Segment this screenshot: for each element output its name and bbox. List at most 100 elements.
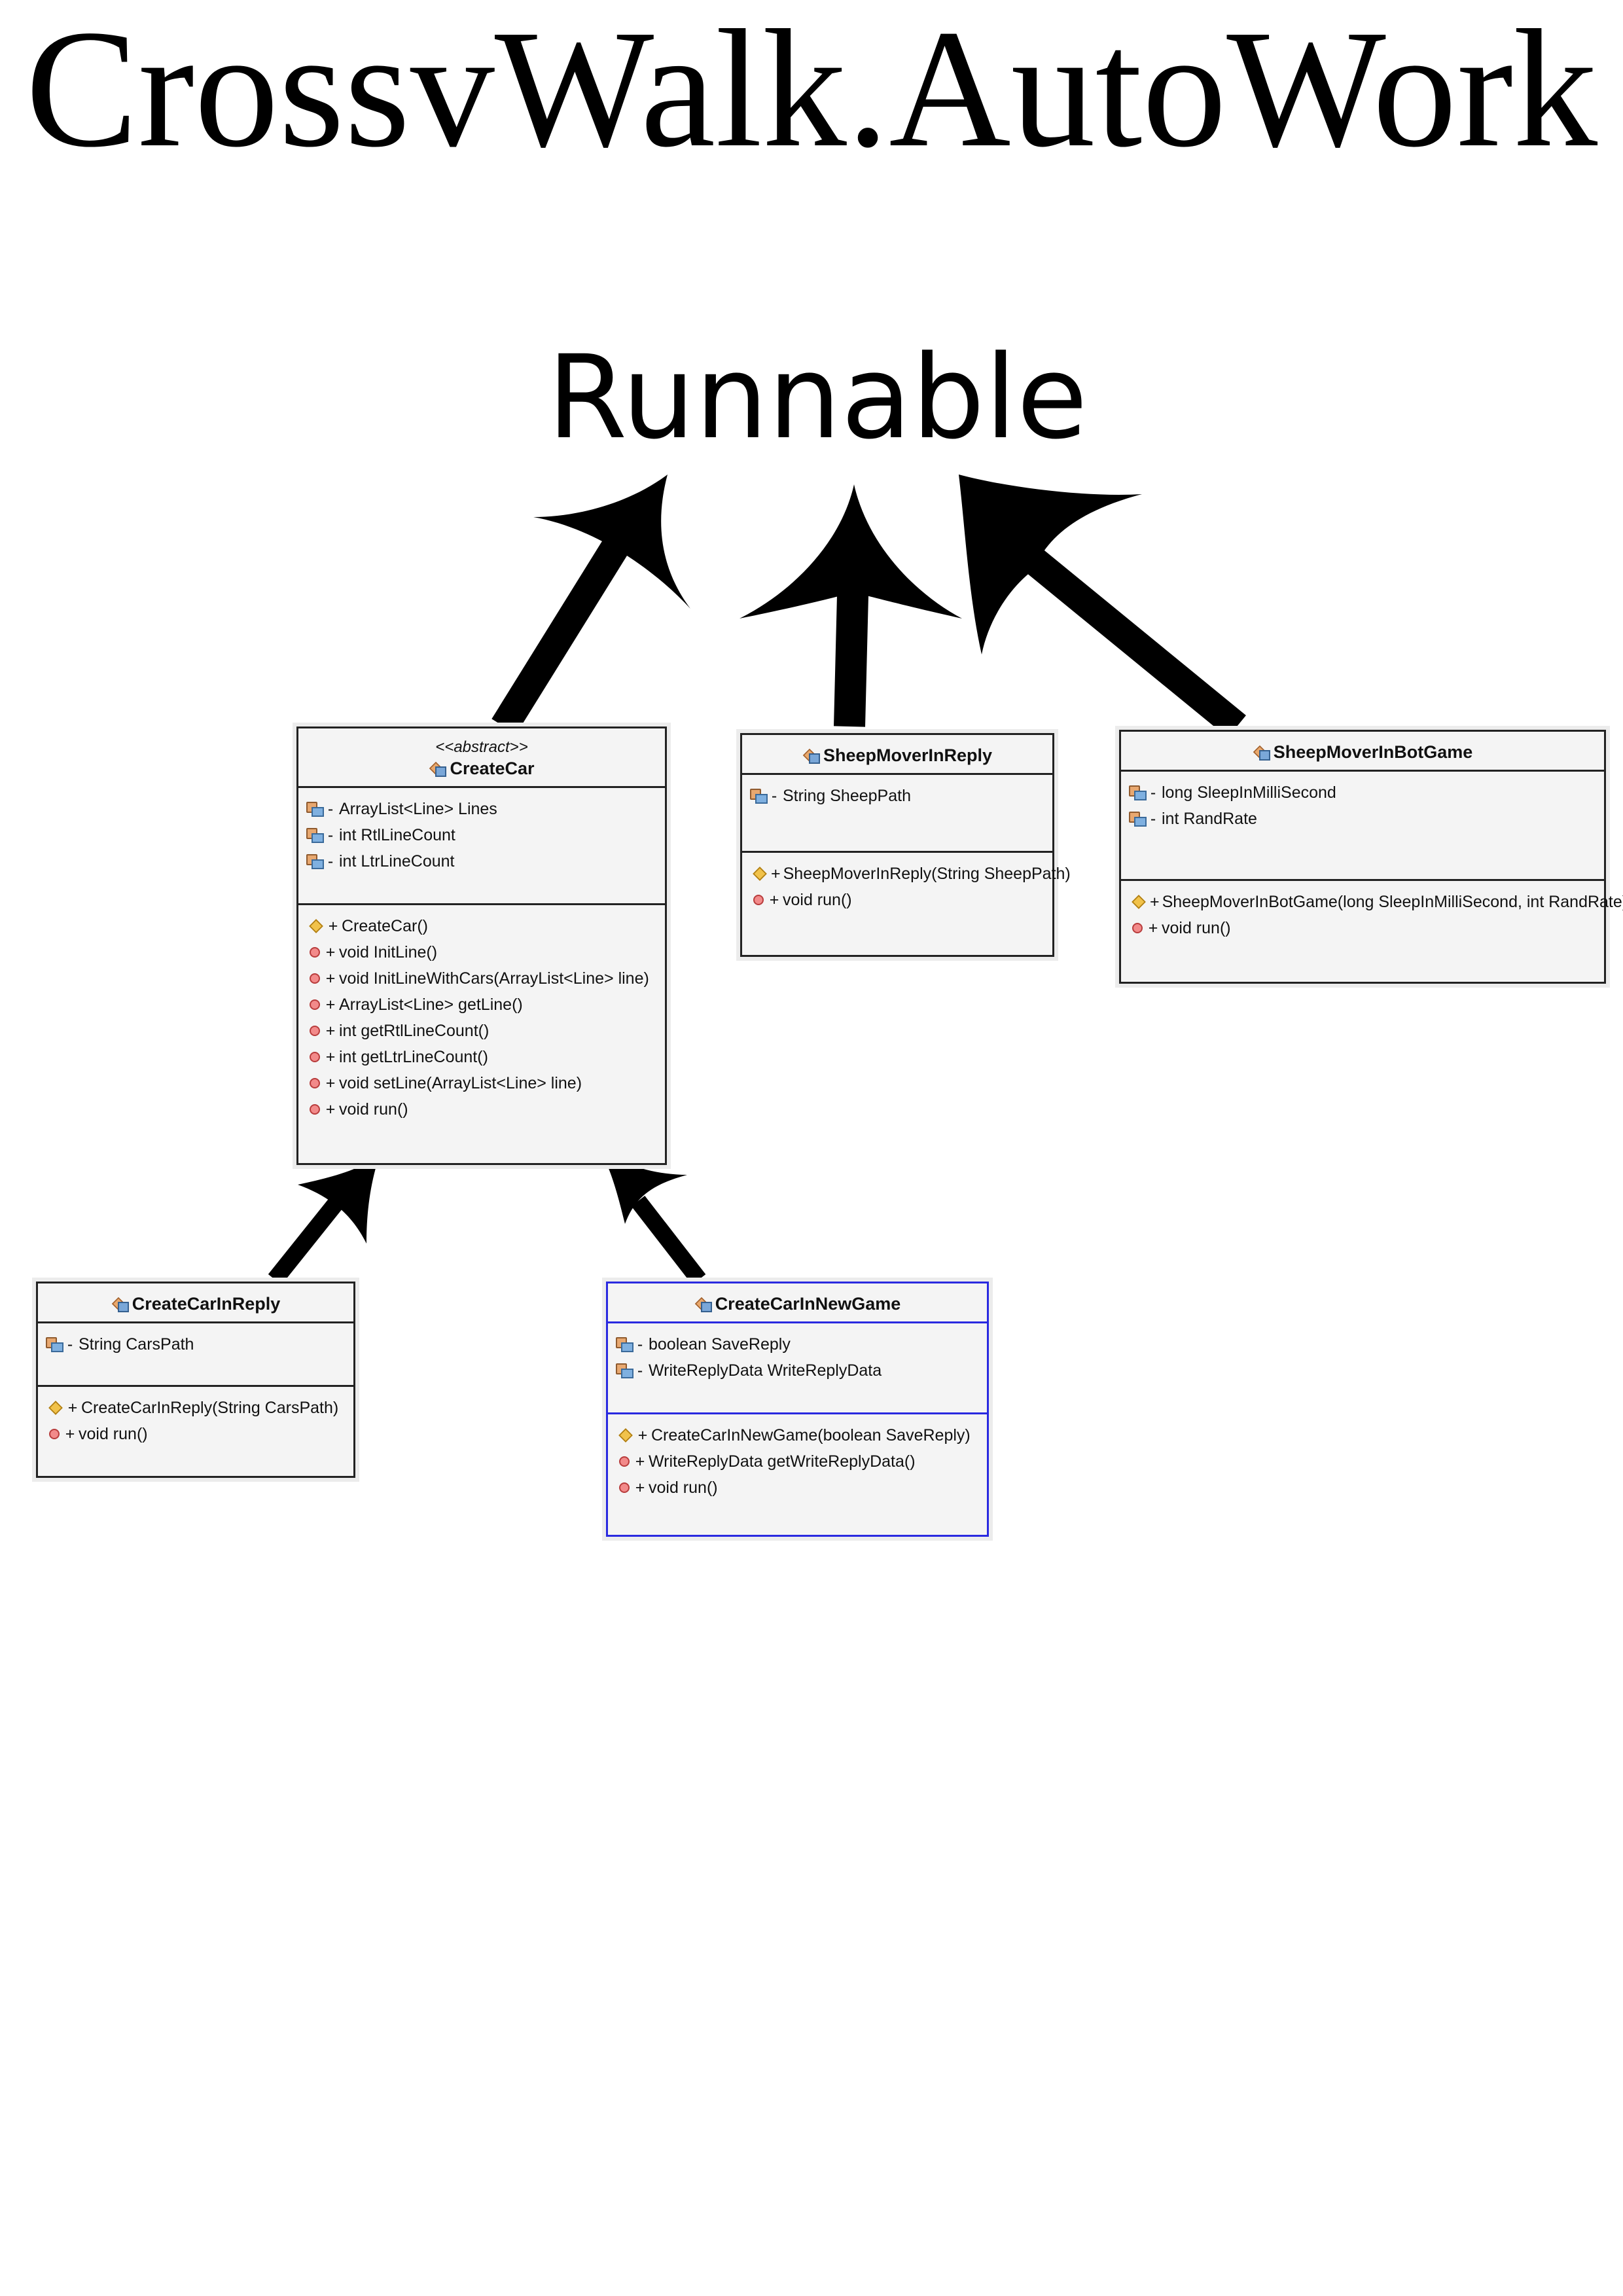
class-header: <<abstract>> CreateCar xyxy=(298,728,665,788)
class-icon xyxy=(694,1297,712,1312)
constructor-icon xyxy=(48,1401,63,1415)
field-icon xyxy=(306,802,324,817)
visibility-marker: - xyxy=(771,787,777,805)
visibility-marker: + xyxy=(1148,919,1158,937)
field-item[interactable]: -String SheepPath xyxy=(750,783,1044,809)
visibility-marker: + xyxy=(1150,893,1160,911)
visibility-marker: + xyxy=(635,1479,645,1497)
method-text: void run() xyxy=(339,1100,408,1119)
class-name-text: CreateCar xyxy=(450,759,535,778)
visibility-marker: + xyxy=(771,865,781,883)
method-item[interactable]: +void InitLineWithCars(ArrayList<Line> l… xyxy=(306,965,657,992)
method-item[interactable]: +void run() xyxy=(46,1421,346,1447)
method-text: int getLtrLineCount() xyxy=(339,1048,488,1066)
constructor-item[interactable]: +CreateCarInNewGame(boolean SaveReply) xyxy=(616,1422,979,1448)
field-icon xyxy=(46,1337,63,1352)
visibility-marker: + xyxy=(325,1100,336,1119)
constructor-item[interactable]: +SheepMoverInReply(String SheepPath) xyxy=(750,861,1071,887)
method-icon xyxy=(310,999,320,1010)
method-text: ArrayList<Line> getLine() xyxy=(339,996,523,1014)
field-item[interactable]: -int RandRate xyxy=(1129,806,1596,832)
method-item[interactable]: +void InitLine() xyxy=(306,939,657,965)
class-name-text: CreateCarInNewGame xyxy=(715,1294,901,1314)
arrow-createcarinreply-to-createcar xyxy=(268,1155,380,1285)
class-createcar[interactable]: <<abstract>> CreateCar -ArrayList<Line> … xyxy=(296,726,667,1165)
method-item[interactable]: +void run() xyxy=(306,1096,657,1122)
field-icon xyxy=(1129,785,1147,800)
field-text: WriteReplyData WriteReplyData xyxy=(649,1361,882,1380)
visibility-marker: + xyxy=(328,917,338,935)
visibility-marker: - xyxy=(1150,783,1156,802)
class-name: CreateCar xyxy=(429,757,535,780)
visibility-marker: - xyxy=(327,826,334,844)
fields-section: -String SheepPath xyxy=(742,775,1052,853)
field-icon xyxy=(616,1363,633,1378)
method-item[interactable]: +ArrayList<Line> getLine() xyxy=(306,992,657,1018)
method-item[interactable]: +void setLine(ArrayList<Line> line) xyxy=(306,1070,657,1096)
method-text: void InitLineWithCars(ArrayList<Line> li… xyxy=(339,969,649,988)
field-text: ArrayList<Line> Lines xyxy=(339,800,497,818)
method-item[interactable]: +void run() xyxy=(750,887,1044,913)
field-icon xyxy=(306,854,324,869)
class-sheepmoverinbotgame[interactable]: SheepMoverInBotGame -long SleepInMilliSe… xyxy=(1119,730,1623,984)
field-text: boolean SaveReply xyxy=(649,1335,791,1354)
constructor-icon xyxy=(309,919,323,933)
class-name-text: CreateCarInReply xyxy=(132,1294,281,1314)
class-icon xyxy=(1253,745,1270,761)
constructor-icon xyxy=(1132,895,1146,909)
constructor-text: SheepMoverInBotGame(long SleepInMilliSec… xyxy=(1162,893,1623,911)
method-item[interactable]: +WriteReplyData getWriteReplyData() xyxy=(616,1448,979,1475)
constructor-icon xyxy=(618,1428,633,1443)
class-icon xyxy=(429,761,447,777)
visibility-marker: + xyxy=(637,1426,648,1444)
field-text: int LtrLineCount xyxy=(339,852,455,870)
method-text: void run() xyxy=(1162,919,1231,937)
method-item[interactable]: +void run() xyxy=(1129,915,1596,941)
method-item[interactable]: +int getLtrLineCount() xyxy=(306,1044,657,1070)
method-icon xyxy=(310,1104,320,1115)
class-sheepmoverinreply[interactable]: SheepMoverInReply -String SheepPath +She… xyxy=(740,733,1071,957)
field-item[interactable]: -int RtlLineCount xyxy=(306,822,657,848)
field-item[interactable]: -WriteReplyData WriteReplyData xyxy=(616,1357,979,1384)
methods-section: +CreateCar() +void InitLine() +void Init… xyxy=(298,905,665,1163)
method-item[interactable]: +int getRtlLineCount() xyxy=(306,1018,657,1044)
constructor-item[interactable]: +CreateCar() xyxy=(306,913,657,939)
field-text: String SheepPath xyxy=(783,787,911,805)
visibility-marker: + xyxy=(325,996,336,1014)
method-icon xyxy=(619,1482,630,1493)
fields-section: -boolean SaveReply -WriteReplyData Write… xyxy=(608,1323,987,1414)
class-createcarinreply[interactable]: CreateCarInReply -String CarsPath +Creat… xyxy=(36,1282,355,1478)
methods-section: +CreateCarInNewGame(boolean SaveReply) +… xyxy=(608,1414,987,1535)
field-item[interactable]: -String CarsPath xyxy=(46,1331,346,1357)
method-item[interactable]: +void run() xyxy=(616,1475,979,1501)
method-icon xyxy=(310,973,320,984)
visibility-marker: + xyxy=(635,1452,645,1471)
class-createcarinnewgame[interactable]: CreateCarInNewGame -boolean SaveReply -W… xyxy=(606,1282,989,1537)
class-name-text: SheepMoverInBotGame xyxy=(1273,742,1473,762)
visibility-marker: - xyxy=(327,852,334,870)
field-item[interactable]: -ArrayList<Line> Lines xyxy=(306,796,657,822)
constructor-item[interactable]: +SheepMoverInBotGame(long SleepInMilliSe… xyxy=(1129,889,1623,915)
field-item[interactable]: -long SleepInMilliSecond xyxy=(1129,780,1596,806)
visibility-marker: + xyxy=(325,1022,336,1040)
method-icon xyxy=(310,1078,320,1088)
method-text: WriteReplyData getWriteReplyData() xyxy=(649,1452,916,1471)
visibility-marker: + xyxy=(325,1048,336,1066)
field-item[interactable]: -int LtrLineCount xyxy=(306,848,657,874)
visibility-marker: + xyxy=(325,969,336,988)
constructor-text: CreateCarInReply(String CarsPath) xyxy=(81,1399,339,1417)
class-name: SheepMoverInBotGame xyxy=(1253,741,1473,763)
method-icon xyxy=(310,1052,320,1062)
arrow-createcarinnewgame-to-createcar xyxy=(601,1152,706,1285)
method-text: void InitLine() xyxy=(339,943,438,961)
field-item[interactable]: -boolean SaveReply xyxy=(616,1331,979,1357)
constructor-text: SheepMoverInReply(String SheepPath) xyxy=(783,865,1071,883)
field-text: long SleepInMilliSecond xyxy=(1162,783,1336,802)
visibility-marker: + xyxy=(67,1399,78,1417)
method-icon xyxy=(753,895,764,905)
visibility-marker: + xyxy=(325,1074,336,1092)
page-title: CrossvWalk.AutoWork xyxy=(25,0,1598,182)
constructor-item[interactable]: +CreateCarInReply(String CarsPath) xyxy=(46,1395,346,1421)
class-name: CreateCarInNewGame xyxy=(694,1293,901,1315)
